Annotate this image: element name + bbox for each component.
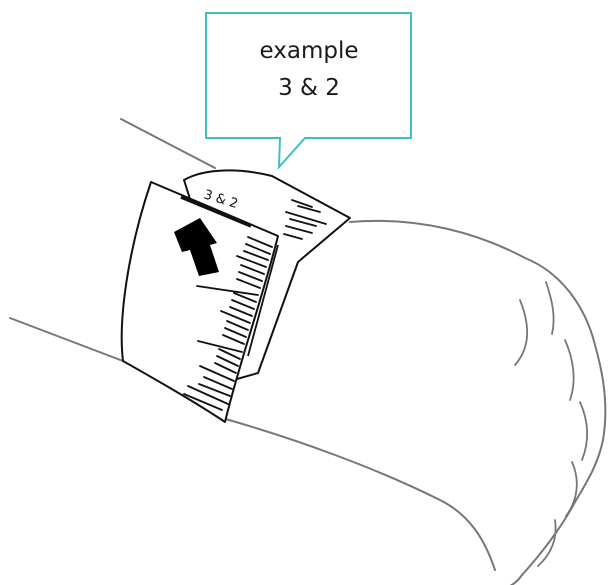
callout: example 3 & 2 xyxy=(206,13,411,167)
forearm-upper-edge xyxy=(121,119,215,168)
forearm-lower-edge xyxy=(10,318,123,361)
callout-line-2: 3 & 2 xyxy=(278,75,340,101)
callout-line-1: example xyxy=(260,38,359,64)
finger-creases xyxy=(515,282,587,566)
